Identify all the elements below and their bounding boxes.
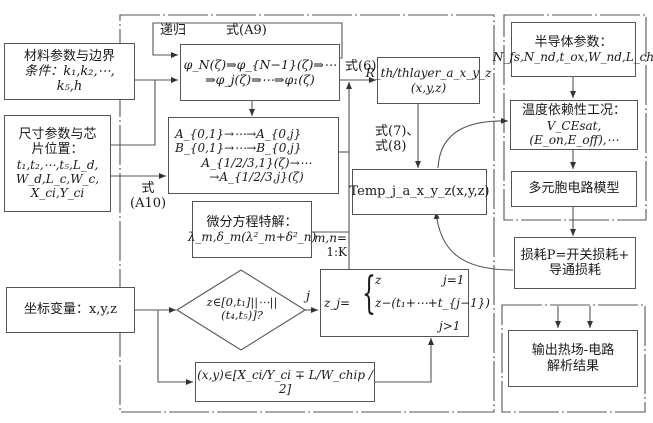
temperature-box: Temp_j_a_x_y_z(x,y,z) <box>349 169 490 215</box>
material-params-box: 材料参数与边界 条件：k₁,k₂,⋯, k₅,h <box>4 43 135 100</box>
phi-line2: ⇒φ_j(ζ)⇒⋯⇒φ₁(ζ) <box>205 71 315 87</box>
eq-a9-label: 式(A9) <box>226 23 267 38</box>
mn-range-label: m,n= 1:K <box>314 231 347 260</box>
phi-recursion-box: φ_N(ζ)⇒φ_{N−1}(ζ)⇒⋯ ⇒φ_j(ζ)⇒⋯⇒φ₁(ζ) <box>180 44 340 101</box>
multicell-label: 多元胞电路模型 <box>528 181 620 197</box>
coordinate-variables-box: 坐标变量：x,y,z <box>6 287 135 333</box>
size-line1: 尺寸参数与芯 <box>18 126 97 142</box>
zj-case2-cond: j>1 <box>439 319 461 333</box>
size-line5: X_ci,Y_ci <box>30 185 85 200</box>
eq78-line1: 式(7)、 <box>375 124 420 139</box>
output-line2: 解析结果 <box>546 358 599 374</box>
zj-case1-expr: z <box>375 273 382 287</box>
decision-out-label: j <box>306 289 311 304</box>
mn-line2: 1:K <box>326 244 347 259</box>
recursion-label: 递归 <box>160 23 187 38</box>
eq6-label: 式(6) <box>345 59 377 74</box>
thermal-model-group-frame <box>119 14 495 413</box>
material-line3: k₅,h <box>56 79 83 95</box>
eq78-label: 式(7)、 式(8) <box>375 124 420 155</box>
tempdep-line2: V_CEsat,(E_on,E_off),⋯ <box>529 118 619 147</box>
loss-line2: 导通损耗 <box>548 263 601 278</box>
coef-line2: B_{0,1}→⋯→B_{0,j} <box>175 141 302 156</box>
xy-to-zj-connector <box>374 338 434 383</box>
coef-line1: A_{0,1}→⋯→A_{0,j} <box>175 127 302 142</box>
coefficient-box: A_{0,1}→⋯→A_{0,j} B_{0,1}→⋯→B_{0,j} A_{1… <box>168 117 339 194</box>
decision-line2: (t₄,t₅)]? <box>221 308 263 323</box>
mn-line1: m,n= <box>314 231 347 245</box>
tempdep-line1: 温度依赖性工况： <box>521 103 626 119</box>
temperature-dependence-box: 温度依赖性工况： V_CEsat,(E_on,E_off),⋯ <box>510 100 638 150</box>
zj-lhs: z_j= <box>324 296 351 310</box>
eq-a10-line2: (A10) <box>130 195 167 211</box>
zj-case1-cond: j=1 <box>443 273 465 287</box>
output-group-frame <box>501 304 646 413</box>
phi-line1: φ_N(ζ)⇒φ_{N−1}(ζ)⇒⋯ <box>183 56 337 72</box>
loss-line1: 损耗P=开关损耗+ <box>520 247 630 263</box>
rth-line1: R_th/thlayer_a_x_y_z <box>365 66 492 81</box>
coef-line3: A_{1/2/3,1}(ζ)→⋯→A_{1/2/3,j}(ζ) <box>201 155 312 184</box>
size-line4: W_d,L_c,W_c, <box>15 171 100 186</box>
decision-text: z∈[0,t₁]||⋯|| (t₄,t₅)]? <box>200 295 284 323</box>
semiconductor-group-frame <box>503 14 647 221</box>
diff-line2: λ_m,δ_m(λ²_m+δ²_n) <box>187 230 317 245</box>
decision-diamond <box>175 269 307 351</box>
rth-box: R_th/thlayer_a_x_y_z (x,y,z) <box>366 57 491 104</box>
material-line2: 条件：k₁,k₂,⋯, <box>24 63 115 79</box>
coord-to-xy-connector <box>157 310 193 385</box>
diff-line1: 微分方程特解： <box>206 214 298 230</box>
loss-to-temp-connector <box>433 211 514 271</box>
coord-label: 坐标变量：x,y,z <box>23 302 118 318</box>
size-line3: t₁,t₂,⋯,t₅,L_d, <box>16 157 99 172</box>
semi-line1: 半导体参数： <box>534 34 613 50</box>
size-line2: 片位置： <box>31 142 84 158</box>
eq-a10-line1: 式 <box>141 181 155 196</box>
differential-solution-box: 微分方程特解： λ_m,δ_m(λ²_m+δ²_n) <box>188 201 316 258</box>
output-line1: 输出热场-电路 <box>531 343 615 359</box>
material-line1: 材料参数与边界 <box>23 48 115 64</box>
recursion-loop-connector <box>152 22 343 59</box>
size-to-phi-connector <box>110 80 156 146</box>
zj-case2-expr: z−(t₁+⋯+t_{j−1}) <box>375 296 490 310</box>
size-params-box: 尺寸参数与芯 片位置： t₁,t₂,⋯,t₅,L_d, W_d,L_c,W_c,… <box>4 115 111 212</box>
xy-range-box: (x,y)∈[X_ci/Y_ci ∓ L/W_chip / 2] <box>195 362 375 402</box>
eq-a10-label: 式 (A10) <box>130 181 167 212</box>
rth-line2: (x,y,z) <box>410 80 447 95</box>
zj-brace: { <box>362 268 376 319</box>
power-loss-box: 损耗P=开关损耗+ 导通损耗 <box>514 237 636 289</box>
semi-line2: N_fs,N_nd,t_ox,W_nd,L_ch <box>492 50 653 65</box>
multicell-circuit-box: 多元胞电路模型 <box>511 171 637 207</box>
semiconductor-params-box: 半导体参数： N_fs,N_nd,t_ox,W_nd,L_ch <box>493 22 653 77</box>
xy-label: (x,y)∈[X_ci/Y_ci ∓ L/W_chip / 2] <box>197 367 373 396</box>
output-results-box: 输出热场-电路 解析结果 <box>508 330 638 387</box>
temp-label: Temp_j_a_x_y_z(x,y,z) <box>349 184 490 200</box>
temp-to-tempdep-connector <box>437 117 509 169</box>
decision-line1: z∈[0,t₁]||⋯|| <box>206 295 278 309</box>
zj-piecewise-box: z_j= { z j=1 z−(t₁+⋯+t_{j−1}) j>1 <box>320 268 490 337</box>
eq78-line2: 式(8) <box>375 138 407 154</box>
